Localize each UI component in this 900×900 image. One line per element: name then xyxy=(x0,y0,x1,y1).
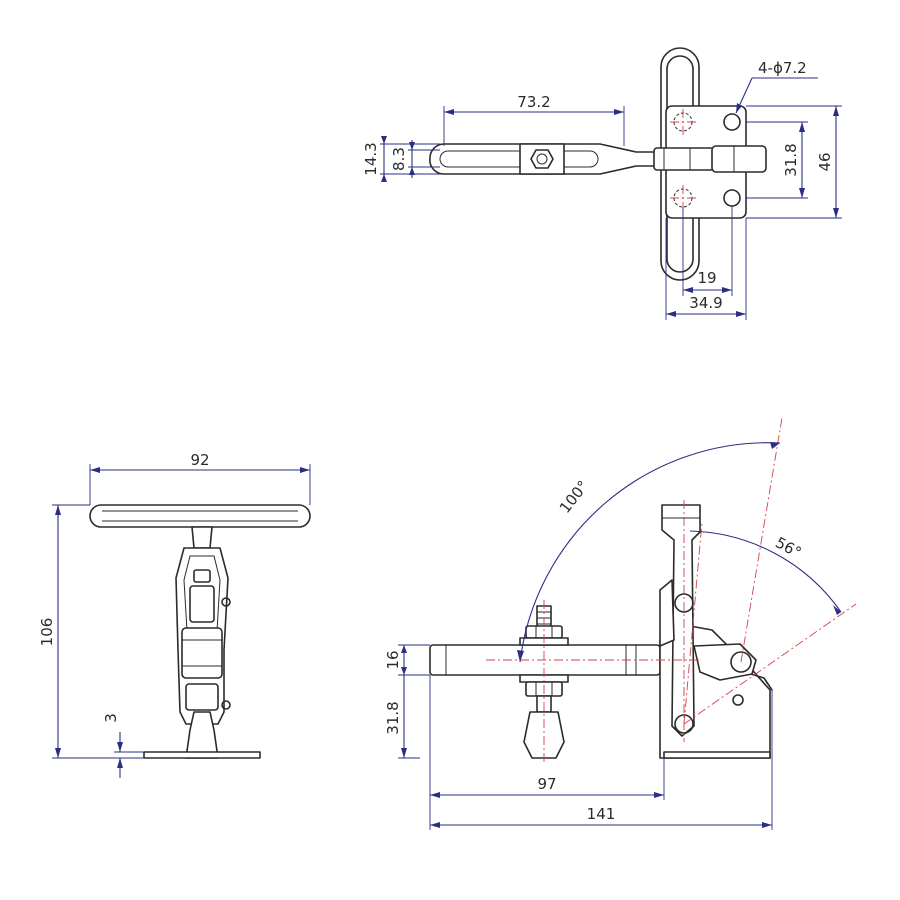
dim-spindle-height: 31.8 xyxy=(384,701,402,734)
spindle-nut xyxy=(530,149,554,169)
mounting-hole-top-right xyxy=(723,113,741,131)
dim-handle-outer-width: 14.3 xyxy=(362,142,380,175)
dim-hole-callout: 4-ϕ7.2 xyxy=(758,59,807,77)
dim-release-angle: 56° xyxy=(772,533,804,561)
dim-hole-spacing-horizontal: 19 xyxy=(697,269,716,287)
dim-overall-length: 141 xyxy=(587,805,616,823)
dim-base-depth: 34.9 xyxy=(689,294,722,312)
dim-handle-inner-width: 8.3 xyxy=(390,147,408,171)
dim-base-thickness: 3 xyxy=(102,713,120,723)
base-plate-front xyxy=(143,751,261,759)
base-plate-side xyxy=(663,751,771,759)
dim-handle-length: 73.2 xyxy=(517,93,550,111)
dim-bar-thickness: 16 xyxy=(384,650,402,669)
top-view: 73.2 14.3 8.3 4-ϕ7.2 31.8 46 xyxy=(362,47,842,320)
side-view: 100° 56° 16 31.8 97 141 xyxy=(384,417,857,830)
dim-handle-width: 92 xyxy=(190,451,209,469)
spindle-block xyxy=(519,143,565,175)
dim-base-width: 46 xyxy=(816,152,834,171)
pivot-link xyxy=(730,651,752,673)
dim-spindle-reach: 97 xyxy=(537,775,556,793)
t-handle xyxy=(89,504,311,528)
spindle-cone xyxy=(523,711,565,759)
dim-hole-spacing-vertical: 31.8 xyxy=(782,143,800,176)
linkage-head xyxy=(711,145,767,173)
linkage xyxy=(653,147,715,171)
dim-open-angle: 100° xyxy=(556,477,592,517)
front-view: 92 106 3 xyxy=(38,451,311,778)
dim-overall-height: 106 xyxy=(38,618,56,647)
